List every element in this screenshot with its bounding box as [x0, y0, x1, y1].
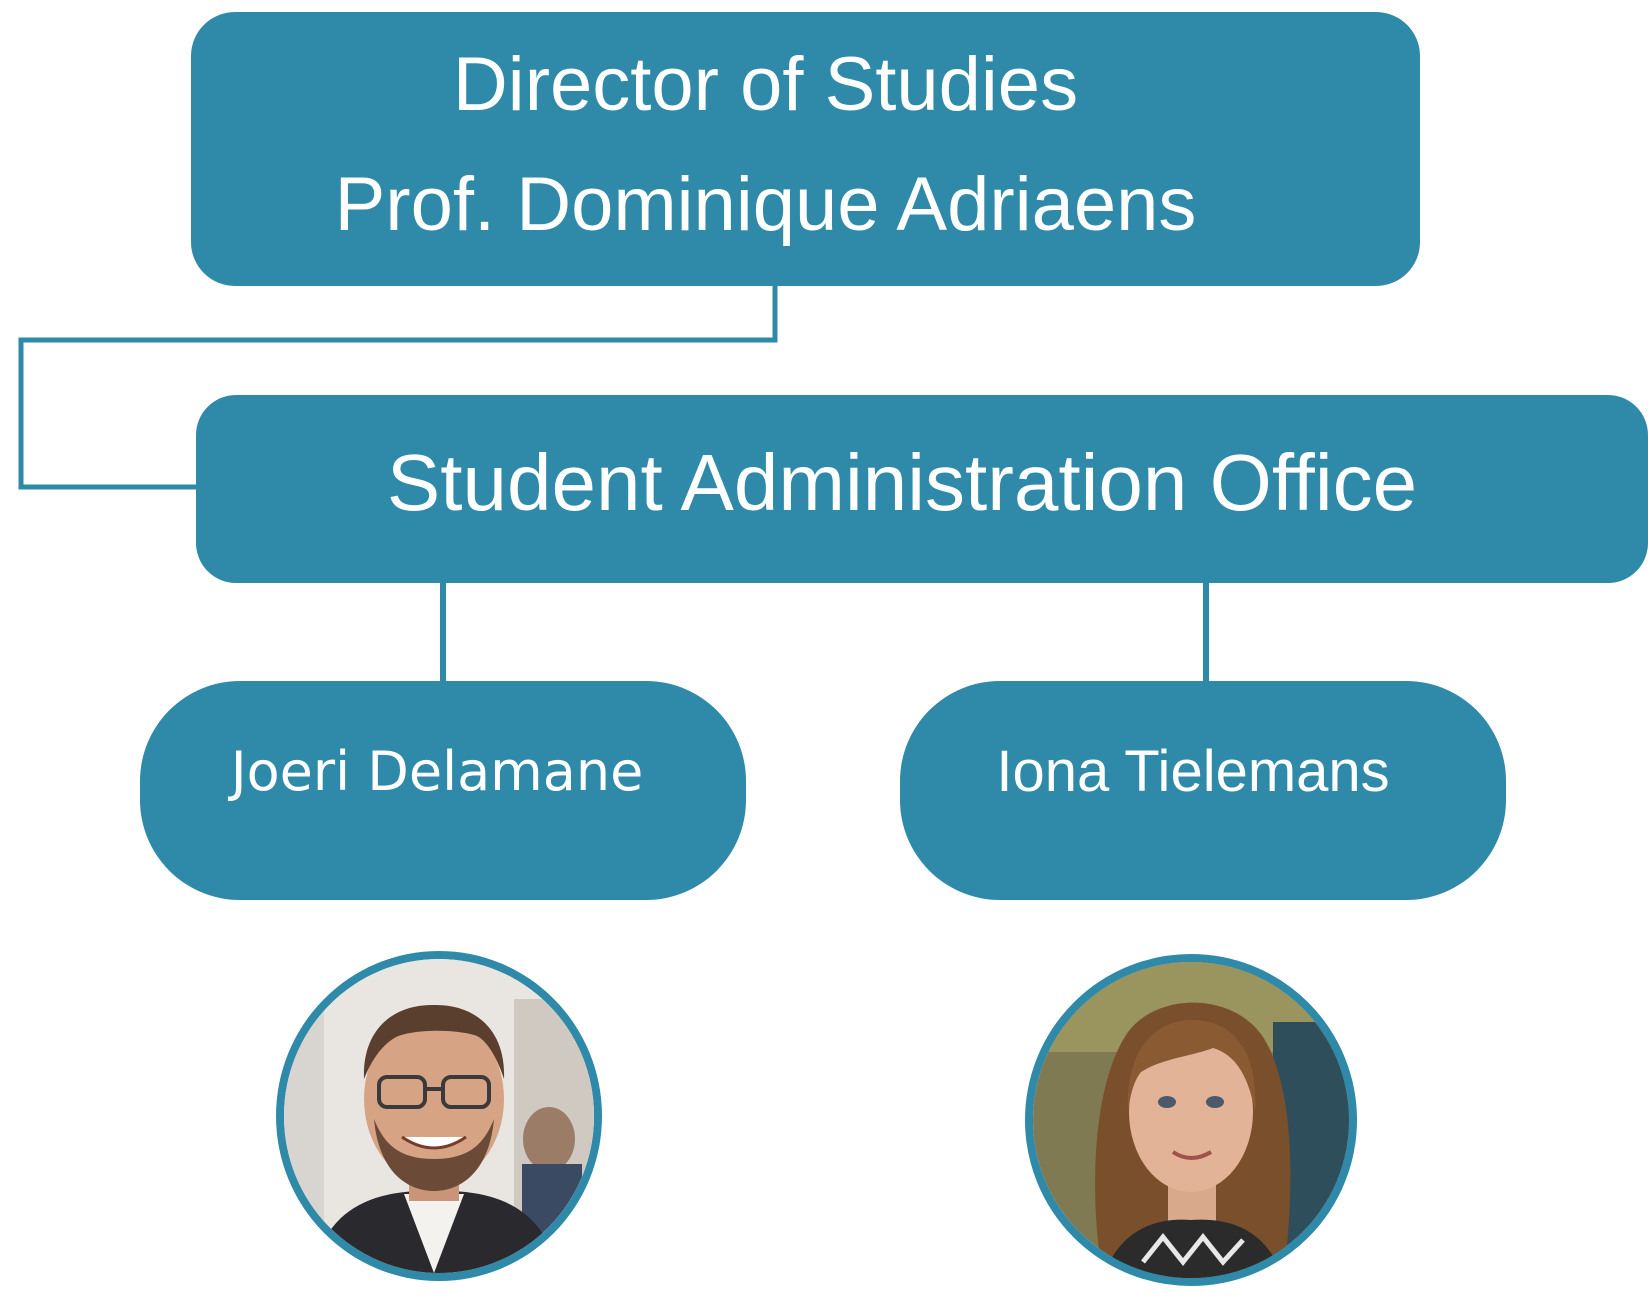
avatar-iona	[1025, 954, 1357, 1286]
portrait-man-icon	[284, 959, 594, 1273]
staff-box-iona: Iona Tielemans	[900, 681, 1506, 900]
staff-name: Joeri Delamane	[230, 740, 644, 803]
director-name: Prof. Dominique Adriaens	[334, 162, 1197, 247]
office-box: Student Administration Office	[196, 395, 1648, 583]
portrait-woman-icon	[1033, 962, 1349, 1278]
staff-box-joeri: Joeri Delamane	[140, 681, 746, 900]
director-title: Director of Studies	[452, 42, 1079, 127]
director-box: Director of Studies Prof. Dominique Adri…	[191, 12, 1420, 286]
office-label: Student Administration Office	[386, 438, 1418, 527]
staff-name: Iona Tielemans	[996, 739, 1390, 804]
avatar-joeri	[276, 951, 602, 1281]
